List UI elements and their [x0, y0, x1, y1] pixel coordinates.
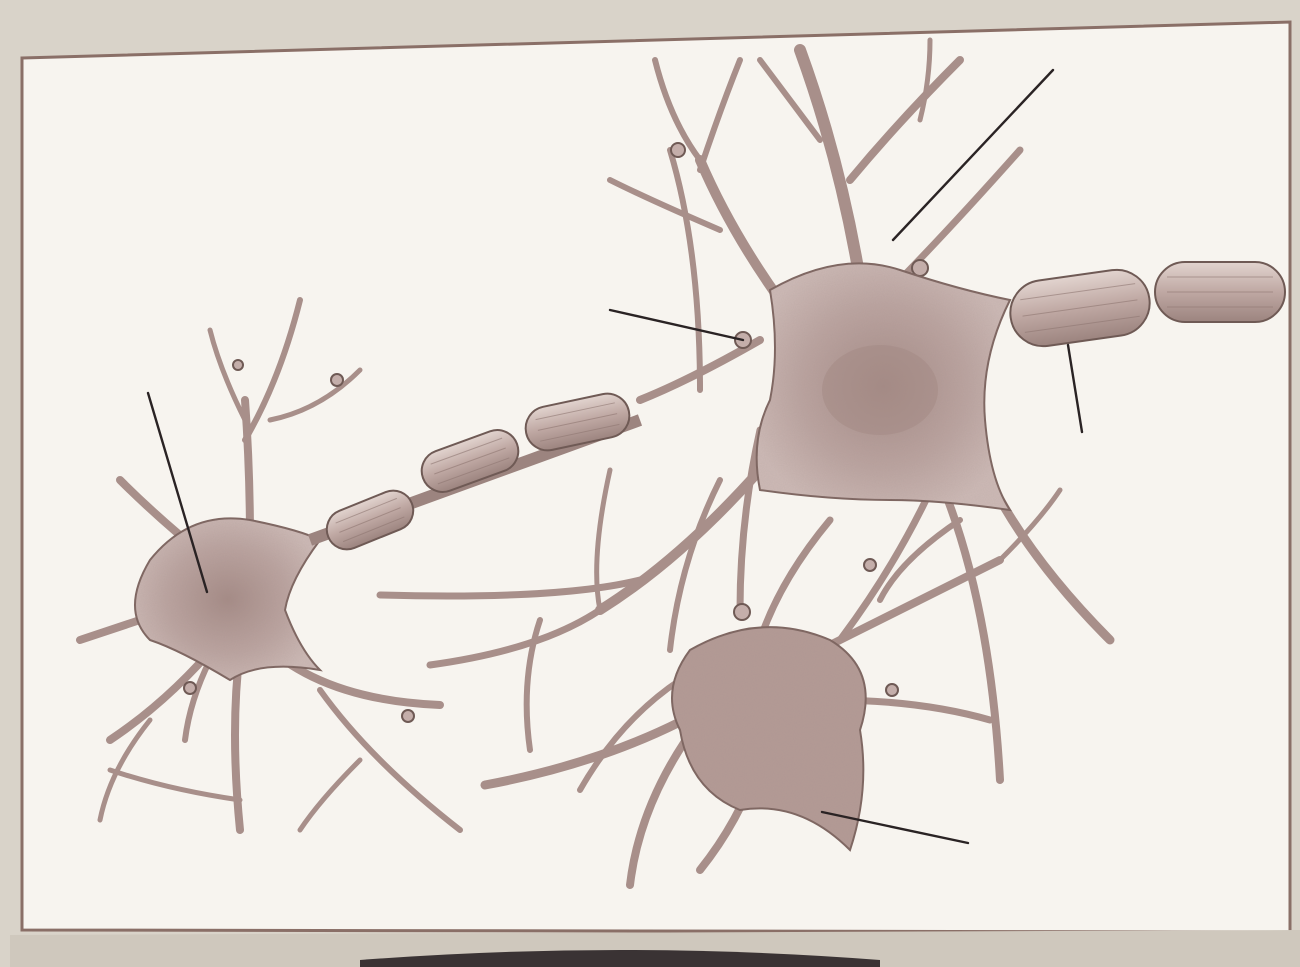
nucleus: [822, 345, 938, 435]
myelin-sheath-segment: [1155, 262, 1285, 322]
